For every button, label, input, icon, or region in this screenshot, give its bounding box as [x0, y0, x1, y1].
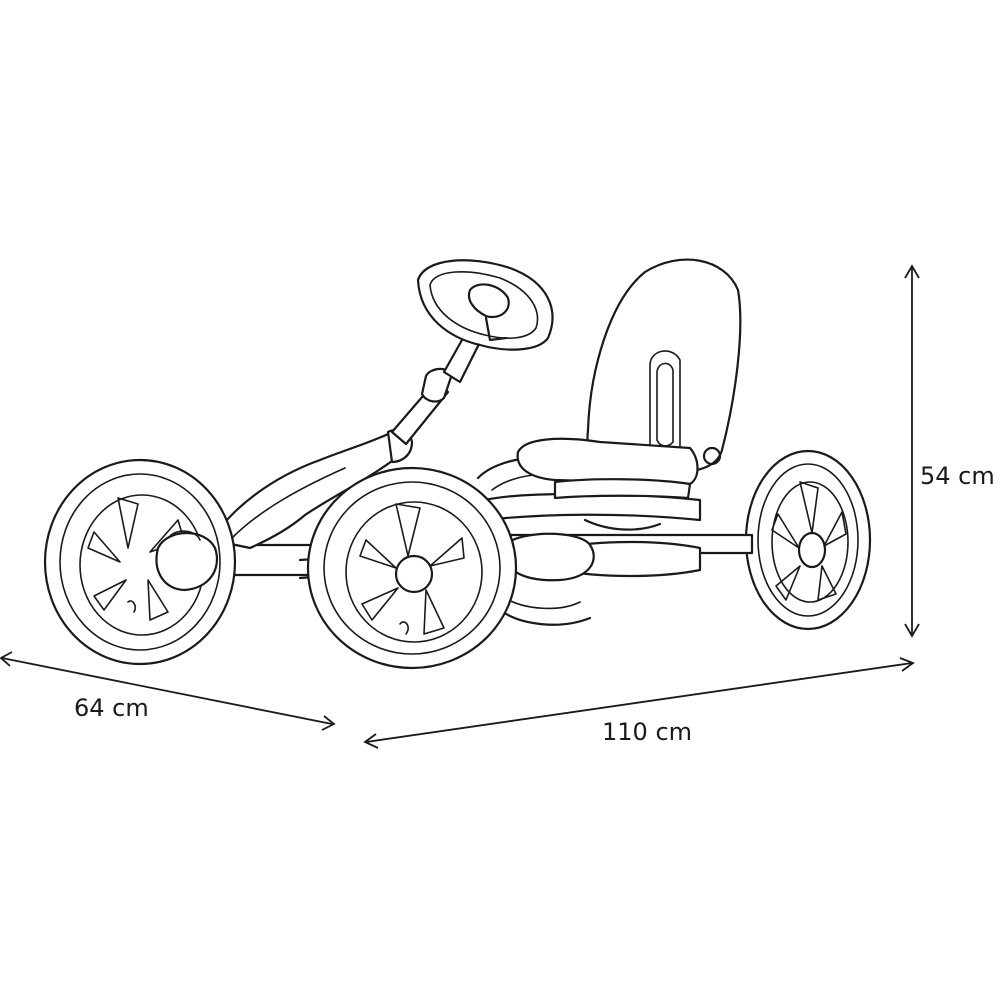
height-label: 54 cm	[920, 462, 995, 490]
rear-right-wheel	[744, 449, 872, 631]
width-label: 64 cm	[74, 694, 149, 722]
length-label: 110 cm	[602, 718, 692, 746]
seat	[516, 258, 742, 500]
front-right-wheel	[306, 466, 518, 670]
width-dimension: 64 cm	[0, 651, 336, 731]
length-dimension: 110 cm	[363, 657, 915, 749]
front-left-wheel	[43, 458, 237, 666]
height-dimension: 54 cm	[904, 264, 995, 638]
steering-wheel	[416, 259, 554, 351]
